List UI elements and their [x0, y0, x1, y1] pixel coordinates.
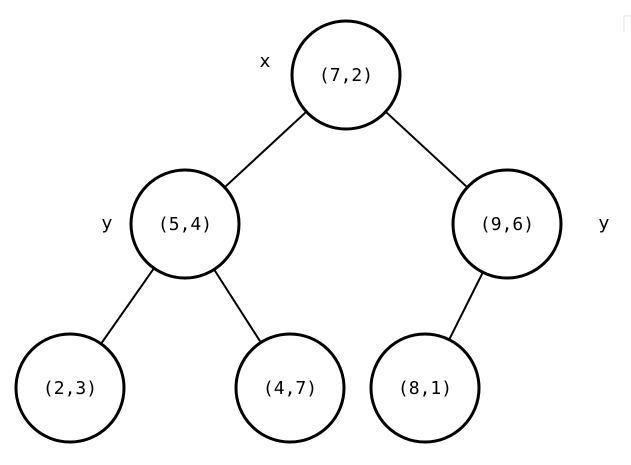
split-axis-label-left: y [102, 213, 113, 234]
node-label: (2,3) [43, 378, 97, 399]
nodes-layer: (7,2) (5,4) (9,6) (2,3) (4,7) (8,1) [14, 19, 563, 444]
node-circle [290, 19, 402, 131]
split-axis-label-root: x [260, 51, 271, 72]
node-label: (8,1) [398, 378, 452, 399]
node-label: (5,4) [158, 214, 212, 235]
axis-labels-layer: x y y [102, 51, 610, 234]
edge-right-to-right-left [448, 271, 484, 341]
edge-left-to-left-left [100, 267, 155, 345]
node-circle [14, 332, 126, 444]
node-label: (4,7) [263, 378, 317, 399]
corner-mark [623, 15, 631, 32]
node-circle [129, 168, 241, 280]
tree-node-root: (7,2) [290, 19, 402, 131]
node-label: (9,6) [480, 214, 534, 235]
split-axis-label-right: y [599, 213, 610, 234]
tree-node-right-left: (8,1) [369, 332, 481, 444]
edge-root-to-left [223, 110, 308, 189]
edges-layer [100, 110, 484, 345]
node-circle [451, 168, 563, 280]
node-circle [234, 332, 346, 444]
tree-node-left-right: (4,7) [234, 332, 346, 444]
edge-root-to-right [384, 110, 469, 189]
node-label: (7,2) [319, 65, 373, 86]
tree-node-right: (9,6) [451, 168, 563, 280]
node-circle [369, 332, 481, 444]
tree-node-left-left: (2,3) [14, 332, 126, 444]
edge-left-to-left-right [213, 268, 262, 344]
tree-node-left: (5,4) [129, 168, 241, 280]
